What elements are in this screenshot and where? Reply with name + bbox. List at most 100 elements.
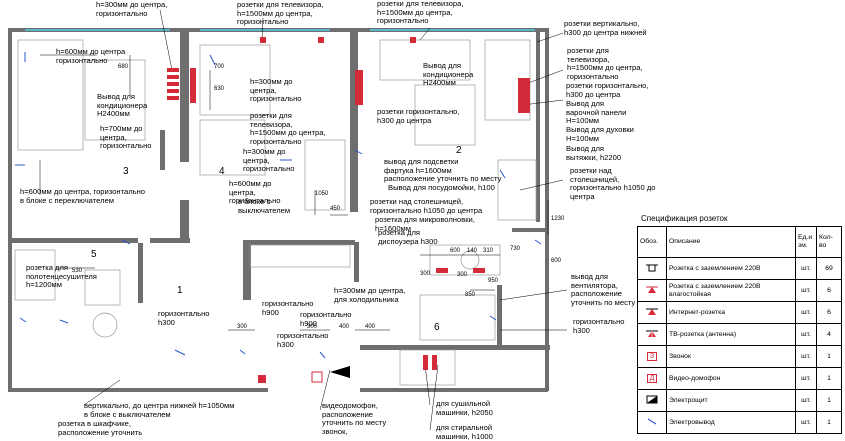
annotation-label: вертикально, до центра нижней h=1050мм в…: [84, 401, 235, 419]
annotation-label: h=600мм до центра, горизонтально в блоке…: [20, 187, 145, 205]
annotation-label: горизонтально h900: [262, 299, 314, 317]
spec-unit: шт.: [795, 257, 817, 280]
annotation-label: Вывод для духовки H=100мм: [566, 125, 634, 143]
room-number: 3: [123, 166, 129, 177]
spec-header: Обоз.: [637, 226, 667, 258]
dim-text: 300: [457, 272, 468, 278]
annotation-label: h=700мм до центра, горизонтально: [100, 124, 152, 151]
annotation-label: розетка для микроволновки, h=1600мм: [375, 215, 475, 233]
outlet-symbol: [167, 68, 179, 72]
spec-unit: шт.: [795, 279, 817, 302]
dim-text: 450: [330, 206, 341, 212]
room-number: 6: [434, 322, 440, 333]
annotation-label: розетки горизонтально, h300 до центра: [377, 107, 460, 125]
table-row: Интернет-розетка шт. 6: [637, 301, 842, 324]
annotation-label: Вывод для вытяжки, h2200: [566, 144, 622, 162]
table-row: ТВ-розетка (антенна) шт. 4: [637, 323, 842, 346]
tv-outlet-icon: [637, 323, 667, 346]
intercom-icon: Д: [637, 367, 667, 390]
annotation-label: розетки для телевизора, h=1500мм до цент…: [237, 0, 324, 27]
table-row: З Звонок шт. 1: [637, 345, 842, 368]
annotation-label: горизонтально h300: [158, 309, 210, 327]
room-number: 1: [177, 285, 183, 296]
annotation-label: h=300мм до центра, горизонтально: [96, 0, 168, 18]
dim-text: 730: [510, 246, 521, 252]
dim-text: 1230: [551, 216, 565, 222]
spec-desc: ТВ-розетка (антенна): [666, 323, 796, 346]
annotation-label: розетка в шкафчике, расположение уточнит…: [58, 419, 143, 437]
walls: [8, 28, 550, 392]
annotation-label: h=300мм до центра, горизонтально: [243, 147, 295, 174]
spec-qty: 6: [816, 279, 842, 302]
spec-header: Кол-во: [816, 226, 842, 258]
wiring: [15, 52, 542, 359]
annotation-label: h=600мм до центра, горизонтально: [229, 179, 281, 206]
spec-unit: шт.: [795, 345, 817, 368]
spec-qty: 6: [816, 301, 842, 324]
annotation-label: для сушильной машинки, h2050: [436, 399, 493, 417]
spec-qty: 1: [816, 345, 842, 368]
spec-header-row: Обоз. Описание Ед.и зм. Кол-во: [637, 226, 842, 258]
dim-text: 140: [467, 248, 478, 254]
room-number: 5: [91, 249, 97, 260]
spec-unit: шт.: [795, 411, 817, 434]
annotation-label: горизонтально h300: [277, 331, 329, 349]
panel-icon: [637, 389, 667, 412]
annotation-label: видеодомофон, расположение уточнить по м…: [322, 401, 387, 436]
furniture: [14, 39, 537, 386]
dim-text: 300: [237, 324, 248, 330]
dim-text: 1050: [315, 191, 329, 197]
spec-desc: Звонок: [666, 345, 796, 368]
table-row: Розетка с заземлением 220В влагостойкая …: [637, 279, 842, 302]
spec-header: Описание: [666, 226, 796, 258]
annotation-label: розетки горизонтально, h300 до центра: [566, 81, 649, 99]
spec-desc: Электровывод: [666, 411, 796, 434]
annotation-label: Вывод для варочной панели H=100мм: [566, 99, 627, 126]
annotation-label: розетки над столешницей, горизонтально h…: [570, 166, 656, 201]
spec-desc: Электрощит: [666, 389, 796, 412]
annotation-label: розетки вертикально, h300 до центра нижн…: [564, 19, 647, 37]
spec-qty: 1: [816, 389, 842, 412]
spec-unit: шт.: [795, 323, 817, 346]
annotation-label: вывод для вентилятора, расположение уточ…: [571, 272, 636, 307]
spec-desc: Розетка с заземлением 220В: [666, 257, 796, 280]
internet-outlet-icon: [637, 301, 667, 324]
annotation-label: вывод для подсветки фартука h=1600мм рас…: [384, 157, 502, 184]
dim-text: 400: [365, 324, 376, 330]
room-number: 4: [219, 166, 225, 177]
bell-icon: З: [637, 345, 667, 368]
spec-qty: 4: [816, 323, 842, 346]
dim-text: 630: [214, 86, 225, 92]
spec-desc: Розетка с заземлением 220В влагостойкая: [666, 279, 796, 302]
annotation-label: в блоке с выключателем: [238, 197, 291, 215]
annotation-label: розетки для телевизора, h=1500мм до цент…: [567, 46, 643, 81]
annotation-label: горизонтально h300: [573, 317, 625, 335]
dim-text: 600: [450, 248, 461, 254]
dimension-lines: [39, 55, 549, 331]
annotation-label: розетки над столешницей, горизонтально h…: [370, 197, 483, 215]
annotation-label: розетки для телевизора, h=1500мм до цент…: [250, 111, 326, 146]
spec-qty: 1: [816, 411, 842, 434]
annotation-label: розетка для полотенцесушителя h=1200мм: [26, 263, 97, 290]
annotation-label: горизонтально h900: [300, 310, 352, 328]
outlets: [167, 37, 530, 383]
spec-desc: Интернет-розетка: [666, 301, 796, 324]
table-row: Розетка с заземлением 220В шт. 69: [637, 257, 842, 280]
annotation-label: для стиральной машинки, h1000: [436, 423, 493, 441]
dim-text: 680: [118, 64, 129, 70]
annotation-label: Вывод для посудомойки, h100: [388, 183, 495, 192]
annotation-label: Вывод для кондиционера H2400мм: [423, 61, 474, 88]
spec-table: Обоз. Описание Ед.и зм. Кол-во Розетка с…: [637, 226, 842, 434]
spec-header: Ед.и зм.: [795, 226, 817, 258]
table-row: Д Видео-домофон шт. 1: [637, 367, 842, 390]
outlet-lead-icon: [637, 411, 667, 434]
door: [330, 366, 350, 378]
spec-qty: 69: [816, 257, 842, 280]
dim-text: 700: [214, 64, 225, 70]
dim-text: 600: [551, 258, 562, 264]
dim-text: 400: [339, 324, 350, 330]
dim-text: 950: [488, 278, 499, 284]
leader-lines: [40, 9, 568, 431]
spec-unit: шт.: [795, 389, 817, 412]
